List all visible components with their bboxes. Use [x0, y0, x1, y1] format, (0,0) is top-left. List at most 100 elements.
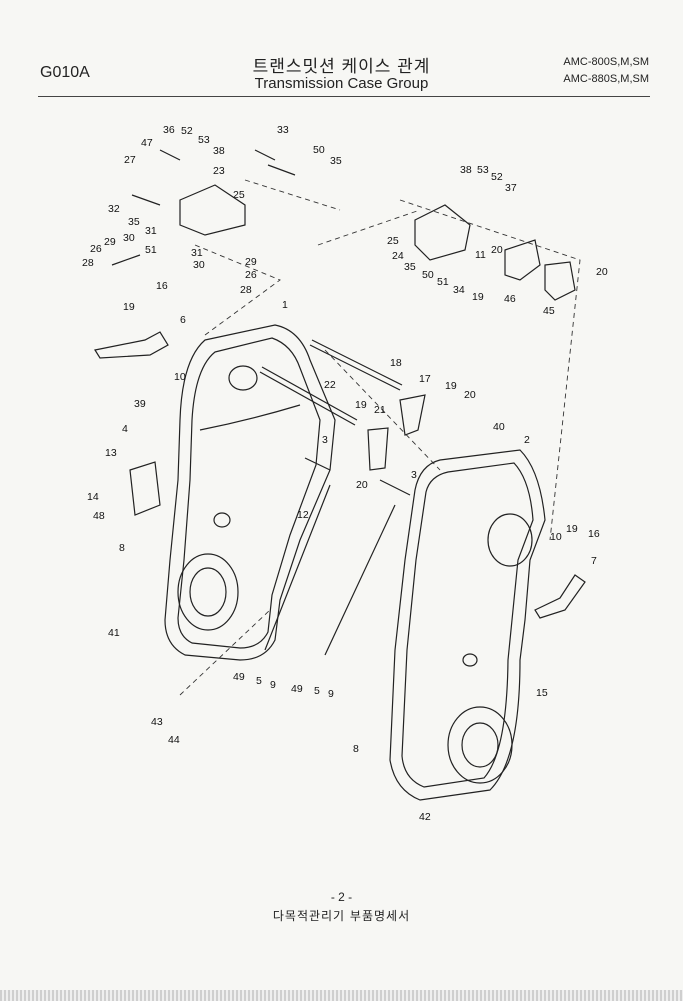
guide-line-bottom — [179, 609, 271, 696]
callout: 30 — [193, 259, 205, 271]
callout: 53 — [198, 134, 210, 146]
shaft-22-b — [261, 366, 358, 421]
callout: 39 — [134, 398, 146, 410]
callout: 10 — [550, 531, 562, 543]
callout: 5 — [256, 675, 262, 687]
callout: 40 — [493, 421, 505, 433]
callout: 19 — [445, 380, 457, 392]
lever-6 — [94, 331, 169, 359]
right-case-inner — [401, 462, 534, 788]
callout: 42 — [419, 811, 431, 823]
callout: 1 — [282, 299, 288, 311]
callout: 28 — [82, 257, 94, 269]
left-case-inner — [177, 337, 321, 649]
lever-7 — [534, 574, 586, 619]
callout: 23 — [213, 165, 225, 177]
callout: 34 — [453, 284, 465, 296]
callout: 43 — [151, 716, 163, 728]
pin-3-b — [379, 479, 411, 496]
fork-21 — [367, 427, 389, 471]
callout: 21 — [374, 404, 386, 416]
guide-line-right-2 — [317, 209, 421, 246]
callout: 26 — [90, 243, 102, 255]
callout: 30 — [123, 232, 135, 244]
right-case-bearing-bottom-inner — [461, 722, 499, 768]
page-title-korean: 트랜스밋션 케이스 관계 — [252, 57, 431, 76]
page-number: - 2 - — [330, 890, 353, 904]
callout: 14 — [87, 491, 99, 503]
model-label-1: AMC-800S,M,SM — [563, 56, 649, 68]
callout: 3 — [411, 469, 417, 481]
right-case-bearing-top — [487, 513, 533, 567]
callout: 29 — [104, 236, 116, 248]
left-case-rib — [199, 404, 301, 431]
callout: 24 — [392, 250, 404, 262]
callout: 50 — [313, 144, 325, 156]
bracket-46 — [504, 239, 541, 281]
callout: 9 — [270, 679, 276, 691]
header-rule — [38, 96, 650, 97]
callout: 51 — [145, 244, 157, 256]
diagram-code: G010A — [40, 64, 90, 81]
bracket-24-25 — [414, 204, 471, 261]
callout: 38 — [460, 164, 472, 176]
left-case-bearing-inner — [189, 567, 227, 617]
callout: 31 — [191, 247, 203, 259]
callout: 52 — [181, 125, 193, 137]
callout: 29 — [245, 256, 257, 268]
callout: 45 — [543, 305, 555, 317]
upper-left-bolt — [111, 149, 181, 266]
callout: 52 — [491, 171, 503, 183]
callout: 9 — [328, 688, 334, 700]
pin-3 — [304, 457, 331, 471]
callout: 11 — [475, 249, 486, 261]
guide-line-shaft — [324, 349, 441, 471]
plate-48 — [129, 461, 161, 516]
shaft-18-b — [311, 339, 403, 386]
callout: 16 — [588, 528, 600, 540]
callout: 20 — [596, 266, 608, 278]
callout: 10 — [174, 371, 186, 383]
bracket-45 — [544, 261, 576, 301]
guide-line-left — [194, 244, 281, 336]
bracket-23-25 — [179, 184, 246, 236]
rod-49-right — [324, 504, 396, 656]
callout: 25 — [387, 235, 399, 247]
scan-edge — [0, 990, 683, 1001]
callout: 6 — [180, 314, 186, 326]
exploded-parts-diagram: 1 2 3 3 4 5 5 6 7 8 8 9 9 10 10 11 12 13… — [82, 124, 608, 823]
rod-49-left — [264, 484, 331, 651]
right-case-outline — [389, 449, 546, 801]
callout: 47 — [141, 137, 153, 149]
callout: 31 — [145, 225, 157, 237]
guide-line-mid — [244, 179, 341, 211]
shaft-18 — [309, 344, 401, 391]
callout: 3 — [322, 434, 328, 446]
callout: 49 — [291, 683, 303, 695]
left-case-hole — [213, 512, 231, 528]
callout: 35 — [330, 155, 342, 167]
callout: 4 — [122, 423, 128, 435]
callout: 20 — [491, 244, 503, 256]
callout: 20 — [464, 389, 476, 401]
callout: 35 — [128, 216, 140, 228]
left-case-bearing — [177, 553, 239, 631]
callout: 27 — [124, 154, 136, 166]
callout: 16 — [156, 280, 168, 292]
callout: 20 — [356, 479, 368, 491]
callout: 33 — [277, 124, 289, 136]
upper-mid-bolt — [254, 149, 296, 176]
callout: 8 — [119, 542, 125, 554]
callout: 19 — [472, 291, 484, 303]
callout: 49 — [233, 671, 245, 683]
shaft-22 — [259, 371, 356, 426]
callout: 35 — [404, 261, 416, 273]
callout-labels: 1 2 3 3 4 5 5 6 7 8 8 9 9 10 10 11 12 13… — [82, 124, 608, 823]
callout: 46 — [504, 293, 516, 305]
callout: 7 — [591, 555, 597, 567]
model-label-2: AMC-880S,M,SM — [563, 73, 649, 85]
callout: 13 — [105, 447, 117, 459]
callout: 50 — [422, 269, 434, 281]
callout: 17 — [419, 373, 431, 385]
callout: 48 — [93, 510, 105, 522]
